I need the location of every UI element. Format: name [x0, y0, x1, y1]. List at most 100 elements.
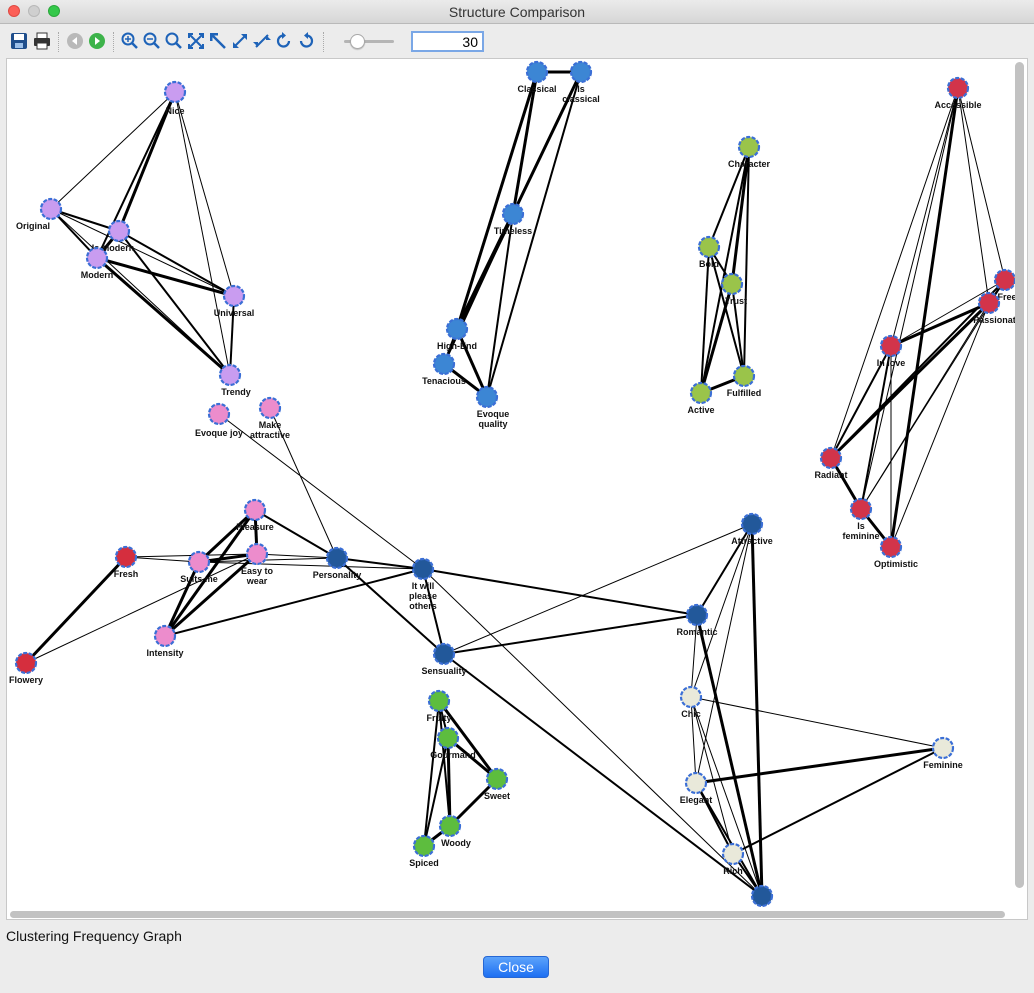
node-timeless[interactable]: Timeless — [494, 202, 532, 236]
node-accessible[interactable]: Accessible — [934, 76, 982, 110]
node-circle[interactable] — [218, 363, 242, 387]
node-circle[interactable] — [187, 550, 211, 574]
expand-icon[interactable] — [231, 32, 249, 50]
window-maximize-button[interactable] — [48, 5, 60, 17]
node-circle[interactable] — [163, 80, 187, 104]
node-original[interactable]: Original — [16, 197, 63, 231]
node-circle[interactable] — [39, 197, 63, 221]
node-circle[interactable] — [993, 268, 1017, 292]
threshold-input[interactable] — [411, 31, 484, 52]
node-evoquejoy[interactable]: Evoque joy — [195, 402, 243, 438]
zoom-fit-icon[interactable] — [165, 32, 183, 50]
node-circle[interactable] — [732, 364, 756, 388]
node-circle[interactable] — [432, 352, 456, 376]
node-circle[interactable] — [207, 402, 231, 426]
node-circle[interactable] — [720, 272, 744, 296]
node-circle[interactable] — [525, 60, 549, 84]
node-circle[interactable] — [438, 814, 462, 838]
node-chic[interactable]: Chic — [679, 685, 703, 719]
node-circle[interactable] — [501, 202, 525, 226]
back-icon[interactable] — [66, 32, 84, 50]
node-fruity[interactable]: Fruity — [426, 689, 452, 723]
node-classical[interactable]: Classical — [517, 60, 557, 94]
vertical-scrollbar[interactable] — [1015, 62, 1024, 888]
node-circle[interactable] — [325, 546, 349, 570]
node-circle[interactable] — [679, 685, 703, 709]
node-active[interactable]: Active — [687, 381, 715, 415]
threshold-slider-track[interactable] — [344, 40, 394, 43]
window-close-button[interactable] — [8, 5, 20, 17]
node-circle[interactable] — [977, 291, 1001, 315]
rotate-right-icon[interactable] — [297, 32, 315, 50]
node-tenacious[interactable]: Tenacious — [422, 352, 466, 386]
node-circle[interactable] — [697, 235, 721, 259]
node-passionate[interactable]: Passionate — [973, 291, 1021, 325]
node-ismodern[interactable]: Is Modern — [92, 219, 135, 253]
threshold-slider-knob[interactable] — [350, 34, 365, 49]
node-circle[interactable] — [849, 497, 873, 521]
node-circle[interactable] — [485, 767, 509, 791]
node-optimistic[interactable]: Optimistic — [874, 535, 918, 569]
node-circle[interactable] — [931, 736, 955, 760]
node-circle[interactable] — [436, 726, 460, 750]
node-circle[interactable] — [740, 512, 764, 536]
node-flowery[interactable]: Flowery — [9, 651, 43, 685]
collapse-icon[interactable] — [253, 32, 271, 50]
zoom-in-icon[interactable] — [121, 32, 139, 50]
fit-all-icon[interactable] — [187, 32, 205, 50]
node-circle[interactable] — [432, 642, 456, 666]
node-character[interactable]: Character — [728, 135, 771, 169]
node-circle[interactable] — [412, 834, 436, 858]
node-modern[interactable]: Modern — [81, 246, 114, 280]
node-inlove[interactable]: In love — [877, 334, 906, 368]
node-fulfilled[interactable]: Fulfilled — [727, 364, 762, 398]
node-circle[interactable] — [245, 542, 269, 566]
node-nice[interactable]: Nice — [163, 80, 187, 116]
node-circle[interactable] — [427, 689, 451, 713]
node-circle[interactable] — [153, 624, 177, 648]
node-circle[interactable] — [879, 334, 903, 358]
node-circle[interactable] — [114, 545, 138, 569]
node-personality[interactable]: Personality — [313, 546, 362, 580]
node-circle[interactable] — [222, 284, 246, 308]
close-button[interactable]: Close — [483, 956, 549, 978]
node-suitsme[interactable]: Suits me — [180, 550, 218, 584]
node-attractive[interactable]: Attractive — [731, 512, 773, 546]
node-trendy[interactable]: Trendy — [218, 363, 251, 397]
node-circle[interactable] — [107, 219, 131, 243]
node-feminine[interactable]: Feminine — [923, 736, 963, 770]
node-circle[interactable] — [258, 396, 282, 420]
node-trust[interactable]: Trust — [720, 272, 747, 306]
node-intensity[interactable]: Intensity — [146, 624, 184, 658]
rotate-left-icon[interactable] — [275, 32, 293, 50]
node-circle[interactable] — [721, 842, 745, 866]
node-circle[interactable] — [85, 246, 109, 270]
reset-corner-icon[interactable] — [209, 32, 227, 50]
node-circle[interactable] — [689, 381, 713, 405]
node-circle[interactable] — [819, 446, 843, 470]
node-pleasure[interactable]: Pleasure — [236, 498, 274, 532]
node-spiced[interactable]: Spiced — [409, 834, 439, 868]
node-bottomnode[interactable] — [750, 884, 774, 908]
node-circle[interactable] — [946, 76, 970, 100]
print-icon[interactable] — [33, 32, 51, 50]
node-highend[interactable]: High-End — [437, 317, 477, 351]
horizontal-scrollbar[interactable] — [10, 911, 1005, 918]
node-circle[interactable] — [569, 60, 593, 84]
node-circle[interactable] — [750, 884, 774, 908]
zoom-out-icon[interactable] — [143, 32, 161, 50]
window-minimize-button[interactable] — [28, 5, 40, 17]
node-woody[interactable]: Woody — [438, 814, 471, 848]
node-circle[interactable] — [243, 498, 267, 522]
node-sensuality[interactable]: Sensuality — [421, 642, 467, 676]
node-circle[interactable] — [445, 317, 469, 341]
node-rich[interactable]: Rich — [721, 842, 745, 876]
node-universal[interactable]: Universal — [214, 284, 255, 318]
node-circle[interactable] — [737, 135, 761, 159]
